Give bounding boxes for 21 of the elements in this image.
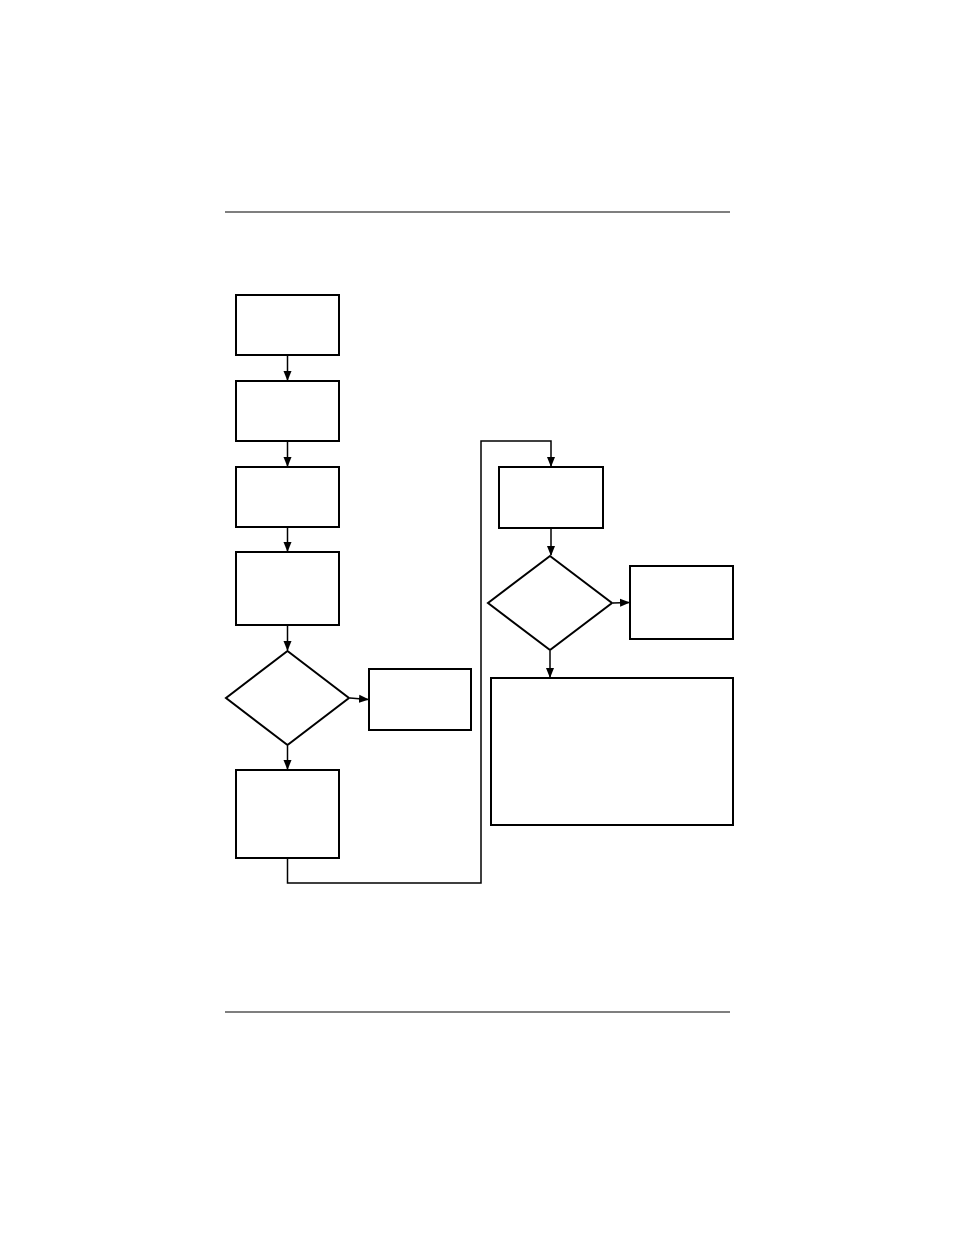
arrow [546, 650, 554, 678]
arrow [283, 441, 292, 467]
process-box [235, 551, 340, 626]
process-box [235, 294, 340, 356]
arrow [283, 745, 292, 770]
decision-diamond [487, 555, 613, 651]
arrow [283, 625, 292, 651]
process-box [235, 466, 340, 528]
arrow [612, 598, 630, 607]
arrow [286, 440, 555, 884]
process-box [235, 769, 340, 859]
process-box [235, 380, 340, 442]
arrow [349, 694, 369, 703]
process-box [368, 668, 472, 731]
process-box [498, 466, 604, 529]
process-box [490, 677, 734, 826]
arrow [547, 528, 555, 556]
arrow [283, 355, 292, 381]
decision-diamond [225, 650, 350, 746]
process-box [629, 565, 734, 640]
arrow [283, 527, 292, 552]
